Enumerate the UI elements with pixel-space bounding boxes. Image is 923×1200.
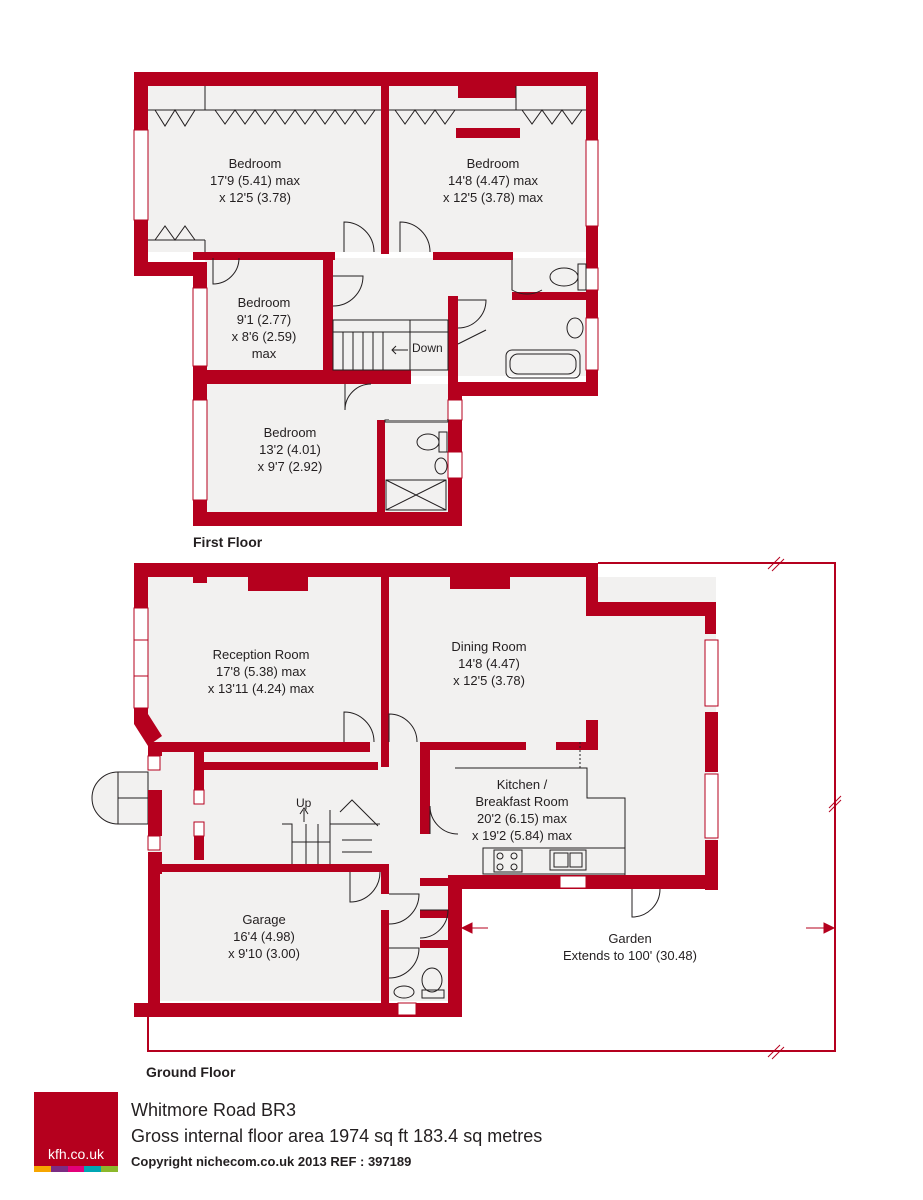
bedroom-1-dim2: x 12'5 (3.78) bbox=[219, 190, 291, 205]
bedroom-4-dim1: 13'2 (4.01) bbox=[259, 442, 321, 457]
bedroom-2-name: Bedroom bbox=[467, 156, 520, 171]
stairs-down-label: Down bbox=[412, 341, 443, 355]
ground-floor-plan bbox=[91, 556, 842, 1060]
bedroom-3-name: Bedroom bbox=[238, 295, 291, 310]
bedroom-4-name: Bedroom bbox=[264, 425, 317, 440]
reception-room-dim2: x 13'11 (4.24) max bbox=[208, 681, 315, 696]
ground-floor-label: Ground Floor bbox=[146, 1064, 236, 1080]
logo-text: kfh.co.uk bbox=[47, 1146, 105, 1162]
dining-room-dim1: 14'8 (4.47) bbox=[458, 656, 520, 671]
garden-name: Garden bbox=[608, 931, 651, 946]
kitchen-name-2: Breakfast Room bbox=[475, 794, 568, 809]
kitchen-name: Kitchen / bbox=[497, 777, 548, 792]
stairs-up-label: Up bbox=[296, 796, 312, 810]
logo-bar-segment bbox=[50, 1166, 68, 1172]
copyright-text: Copyright nichecom.co.uk 2013 REF : 3971… bbox=[131, 1154, 412, 1169]
logo-color-bar bbox=[34, 1166, 118, 1172]
dining-room-name: Dining Room bbox=[451, 639, 526, 654]
garage-dim2: x 9'10 (3.00) bbox=[228, 946, 300, 961]
reception-room-name: Reception Room bbox=[213, 647, 310, 662]
logo-bar-segment bbox=[34, 1166, 51, 1172]
bedroom-4-dim2: x 9'7 (2.92) bbox=[258, 459, 323, 474]
logo-bar-segment bbox=[101, 1166, 118, 1172]
kfh-logo: kfh.co.uk bbox=[34, 1092, 118, 1172]
garage-name: Garage bbox=[242, 912, 285, 927]
bedroom-2-dim2: x 12'5 (3.78) max bbox=[443, 190, 544, 205]
logo-bar-segment bbox=[67, 1166, 85, 1172]
bedroom-3-dim2: x 8'6 (2.59) bbox=[232, 329, 297, 344]
kitchen-dim1: 20'2 (6.15) max bbox=[477, 811, 567, 826]
reception-room-dim1: 17'8 (5.38) max bbox=[216, 664, 306, 679]
bedroom-2-dim1: 14'8 (4.47) max bbox=[448, 173, 538, 188]
bedroom-1-dim1: 17'9 (5.41) max bbox=[210, 173, 300, 188]
first-floor-label: First Floor bbox=[193, 534, 263, 550]
bedroom-3-dim3: max bbox=[252, 346, 277, 361]
kitchen-dim2: x 19'2 (5.84) max bbox=[472, 828, 573, 843]
dining-room-dim2: x 12'5 (3.78) bbox=[453, 673, 525, 688]
garage-dim1: 16'4 (4.98) bbox=[233, 929, 295, 944]
floor-area-text: Gross internal floor area 1974 sq ft 183… bbox=[131, 1126, 543, 1146]
first-floor-plan bbox=[133, 72, 599, 526]
garden-dim1: Extends to 100' (30.48) bbox=[563, 948, 697, 963]
property-title: Whitmore Road BR3 bbox=[131, 1100, 297, 1120]
logo-bar-segment bbox=[84, 1166, 102, 1172]
bedroom-3-dim1: 9'1 (2.77) bbox=[237, 312, 292, 327]
bedroom-1-name: Bedroom bbox=[229, 156, 282, 171]
